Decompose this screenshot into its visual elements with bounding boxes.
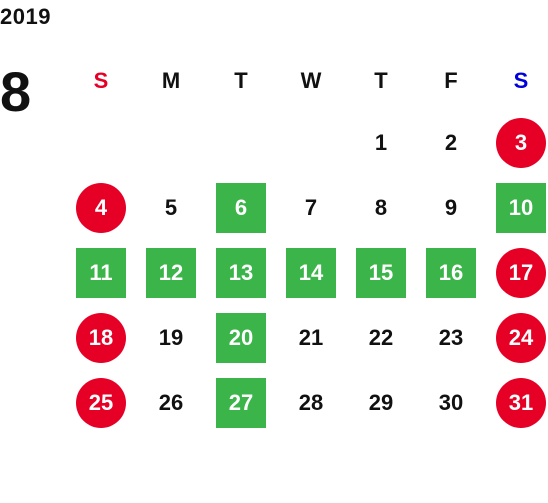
- day-cell: 6: [206, 175, 276, 240]
- day-number: 26: [158, 389, 184, 415]
- weekday-monday: M: [161, 68, 181, 93]
- weekday-sunday: S: [93, 68, 109, 93]
- day-cell: 10: [486, 175, 548, 240]
- day-number: 5: [164, 194, 178, 220]
- day-cell: 22: [346, 305, 416, 370]
- day-cell: 4: [66, 175, 136, 240]
- month-label: 8: [0, 60, 32, 123]
- day-cell: 3: [486, 110, 548, 175]
- day-number: 3: [496, 117, 546, 168]
- year-label: 2019: [0, 4, 51, 29]
- day-cell: 17: [486, 240, 548, 305]
- day-number: 6: [216, 182, 266, 233]
- weekday-saturday: S: [513, 68, 529, 93]
- day-cell: 19: [136, 305, 206, 370]
- day-cell: 5: [136, 175, 206, 240]
- day-number: 17: [496, 247, 546, 298]
- day-number: 28: [298, 389, 324, 415]
- day-number: 20: [216, 312, 266, 363]
- day-cell: 11: [66, 240, 136, 305]
- day-number: 13: [216, 247, 266, 298]
- day-cell: 2: [416, 110, 486, 175]
- weekday-friday: F: [444, 68, 458, 93]
- weekday-tuesday: T: [234, 68, 248, 93]
- day-cell: 13: [206, 240, 276, 305]
- day-cell: 18: [66, 305, 136, 370]
- day-cell: 29: [346, 370, 416, 435]
- day-cell: 28: [276, 370, 346, 435]
- day-number: 30: [438, 389, 464, 415]
- day-number: 14: [286, 247, 336, 298]
- day-number: 27: [216, 377, 266, 428]
- day-cell: 1: [346, 110, 416, 175]
- day-number: 7: [304, 194, 318, 220]
- day-cell: 31: [486, 370, 548, 435]
- day-cell: 21: [276, 305, 346, 370]
- day-cell: 27: [206, 370, 276, 435]
- day-cell-empty: [206, 110, 276, 175]
- day-cell: 15: [346, 240, 416, 305]
- day-cell: 12: [136, 240, 206, 305]
- day-cell: 16: [416, 240, 486, 305]
- day-cell: 7: [276, 175, 346, 240]
- day-number: 11: [76, 247, 126, 298]
- day-number: 9: [444, 194, 458, 220]
- day-number: 16: [426, 247, 476, 298]
- day-number: 19: [158, 324, 184, 350]
- day-number: 22: [368, 324, 394, 350]
- day-cell: 30: [416, 370, 486, 435]
- day-cell: 24: [486, 305, 548, 370]
- day-number: 1: [374, 129, 388, 155]
- day-cell-empty: [66, 110, 136, 175]
- day-number: 2: [444, 129, 458, 155]
- day-cell-empty: [276, 110, 346, 175]
- day-cell: 8: [346, 175, 416, 240]
- day-number: 31: [496, 377, 546, 428]
- day-number: 8: [374, 194, 388, 220]
- weekday-header-row: S M T W T F S: [66, 52, 548, 110]
- day-number: 4: [76, 182, 126, 233]
- day-cell: 9: [416, 175, 486, 240]
- day-number: 25: [76, 377, 126, 428]
- day-number: 29: [368, 389, 394, 415]
- day-cell: 20: [206, 305, 276, 370]
- weekday-wednesday: W: [300, 68, 322, 93]
- day-number: 24: [496, 312, 546, 363]
- day-number: 15: [356, 247, 406, 298]
- day-cell: 25: [66, 370, 136, 435]
- day-cell: 23: [416, 305, 486, 370]
- day-cell: 14: [276, 240, 346, 305]
- day-number: 12: [146, 247, 196, 298]
- day-number: 18: [76, 312, 126, 363]
- day-cell-empty: [136, 110, 206, 175]
- day-cell: 26: [136, 370, 206, 435]
- day-number: 10: [496, 182, 546, 233]
- weekday-thursday: T: [374, 68, 388, 93]
- day-number: 23: [438, 324, 464, 350]
- day-number: 21: [298, 324, 324, 350]
